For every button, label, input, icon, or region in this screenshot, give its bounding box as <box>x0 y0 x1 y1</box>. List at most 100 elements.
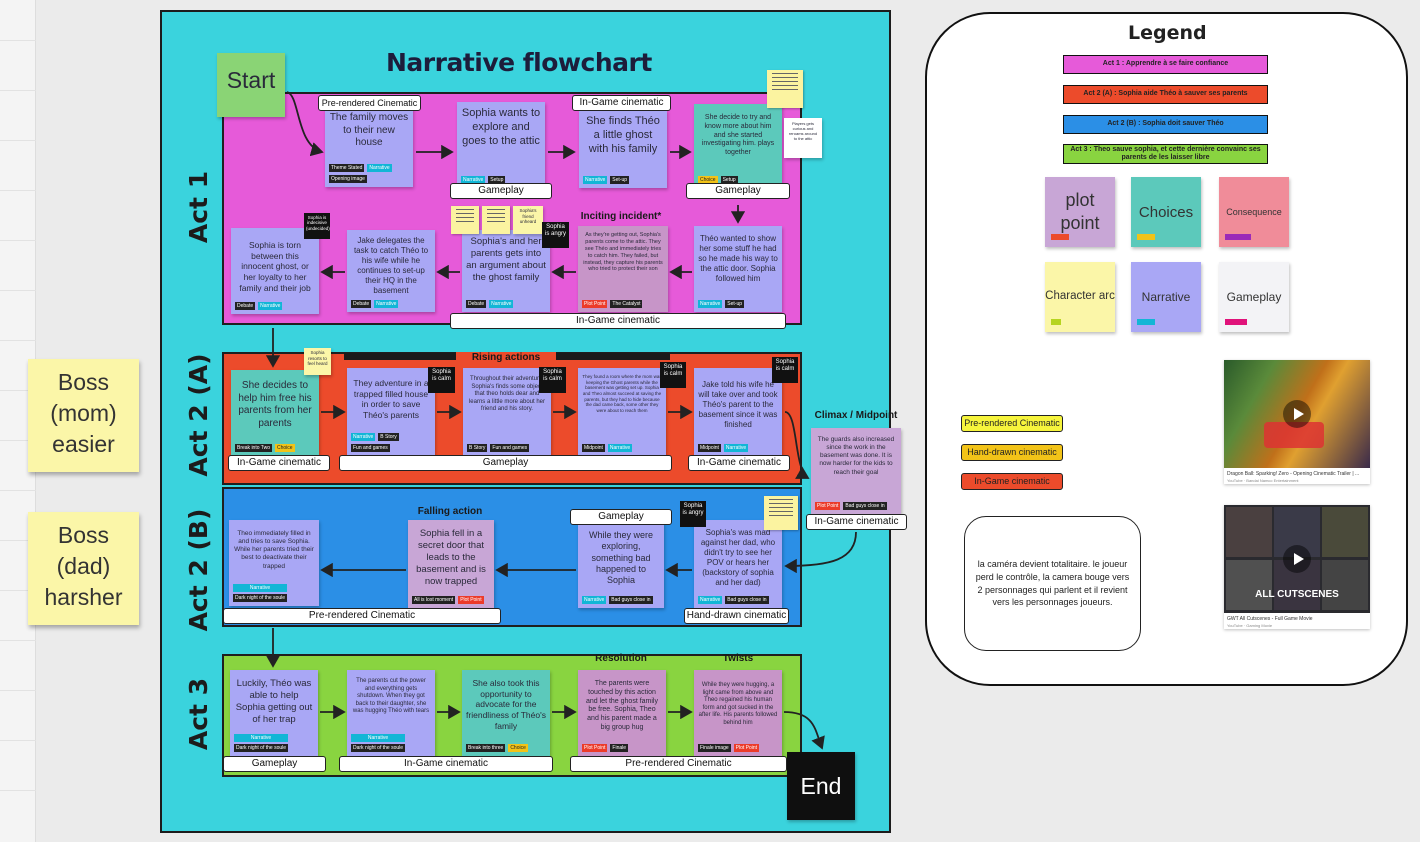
tag-debate: Debate <box>466 299 487 308</box>
note-something-bad[interactable]: While they were exploring, something bad… <box>578 522 664 608</box>
tag-break-three: Break into three <box>466 743 506 752</box>
note-power-cut[interactable]: The parents cut the power and everything… <box>347 670 435 756</box>
label-ingame-top[interactable]: In-Game cinematic <box>572 95 671 111</box>
label-climax-ingame[interactable]: In-Game cinematic <box>806 514 907 530</box>
label-a2b-hand-drawn[interactable]: Hand-drawn cinematic <box>684 608 789 624</box>
note-adventure[interactable]: They adventure in a trapped filled house… <box>347 368 435 456</box>
boss-mom-note[interactable]: Boss (mom) easier <box>28 359 139 472</box>
note-theo-show[interactable]: Théo wanted to show her some stuff he ha… <box>694 226 782 312</box>
tag-all-lost: All is lost moment <box>412 595 456 604</box>
tag-finale-image: Finale image <box>698 743 731 752</box>
legend-gameplay: Gameplay <box>1219 262 1289 332</box>
label-a2a-ingame-1[interactable]: In-Game cinematic <box>228 455 330 471</box>
tag-setup: Set-up <box>610 175 630 184</box>
label-a3-ingame[interactable]: In-Game cinematic <box>339 756 553 772</box>
note-light-above[interactable]: While they were hugging, a light came fr… <box>694 670 782 756</box>
note-finds-object[interactable]: Throughout their adventure, Sophia's fin… <box>463 368 551 456</box>
video-card-dragonball[interactable]: Dragon Ball: Sparking! Zero - Opening Ci… <box>1224 360 1370 484</box>
sticker-calm-4: Sophia is calm <box>772 357 798 383</box>
legend-act2a: Act 2 (A) : Sophia aide Théo à sauver se… <box>1063 85 1268 104</box>
note-sophia-explore[interactable]: Sophia wants to explore and goes to the … <box>457 102 545 188</box>
tag-finale: Finale <box>610 743 629 752</box>
sticky-feel-heard: Sophia resorts to feel heard <box>304 348 331 375</box>
tag-plot-point: Plot Point <box>582 743 608 752</box>
label-a2b-pre-rendered[interactable]: Pre-rendered Cinematic <box>223 608 501 624</box>
legend-in-game: In-Game cinematic <box>961 473 1063 490</box>
tag-plot-point: Plot Point <box>815 501 841 510</box>
tag-setup: Setup <box>720 175 738 184</box>
label-a3-gameplay[interactable]: Gameplay <box>223 756 326 772</box>
note-inciting[interactable]: As they're getting out, Sophia's parents… <box>578 226 668 312</box>
label-gameplay-2[interactable]: Gameplay <box>686 183 790 199</box>
tag-dark-night: Dark night of the soule <box>233 593 288 602</box>
note-text: The parents cut the power and everything… <box>352 678 430 714</box>
thumb-tile <box>1226 560 1272 610</box>
tag-choice: Choice <box>508 743 528 752</box>
tag-catalyst: The Catalyst <box>610 299 643 308</box>
note-found-room[interactable]: They found a room where the mom was keep… <box>578 368 666 456</box>
label-ingame-bottom[interactable]: In-Game cinematic <box>450 313 786 329</box>
legend-character-arc: Character arc <box>1045 262 1115 332</box>
legend-pre-rendered: Pre-rendered Cinematic <box>961 415 1063 432</box>
flowchart-title: Narrative flowchart <box>386 48 652 77</box>
note-parents-touched[interactable]: The parents were touched by this action … <box>578 670 666 756</box>
tag-dark-night: Dark night of the soule <box>234 743 289 752</box>
boss-mom-text: Boss (mom) easier <box>50 369 117 457</box>
tag-narrative: Narrative <box>351 733 406 742</box>
legend-character-arc-text: Character arc <box>1045 290 1115 303</box>
label-a2a-ingame-2[interactable]: In-Game cinematic <box>688 455 790 471</box>
note-sophia-torn[interactable]: Sophia is torn between this innocent gho… <box>231 228 319 314</box>
legend-act1: Act 1 : Apprendre à se faire confiance <box>1063 55 1268 74</box>
note-text: Theo immediately filled in and tries to … <box>234 530 314 570</box>
tag-narrative: Narrative <box>374 299 399 308</box>
twists-title: Twists <box>722 653 754 664</box>
legend-title: Legend <box>1128 22 1207 44</box>
end-node[interactable]: End <box>787 752 855 820</box>
label-a2b-gameplay[interactable]: Gameplay <box>570 509 672 525</box>
label-gameplay-1[interactable]: Gameplay <box>450 183 552 199</box>
legend-plot-point-text: plot point <box>1060 189 1100 233</box>
note-investigating[interactable]: She decide to try and know more about hi… <box>694 104 782 188</box>
note-argument[interactable]: Sophia's and her parents gets into an ar… <box>462 230 550 312</box>
play-icon <box>1283 545 1311 573</box>
note-advocate[interactable]: She also took this opportunity to advoca… <box>462 670 550 756</box>
legend-act1-text: Act 1 : Apprendre à se faire confiance <box>1102 60 1229 68</box>
note-text: They found a room where the mom was keep… <box>582 374 662 413</box>
boss-dad-note[interactable]: Boss (dad) harsher <box>28 512 139 625</box>
label-a3-pre-rendered[interactable]: Pre-rendered Cinematic <box>570 756 787 772</box>
note-finds-theo[interactable]: She finds Théo a little ghost with his f… <box>579 110 667 188</box>
label-pre-rendered[interactable]: Pre-rendered Cinematic <box>318 95 421 111</box>
video-title-1: Dragon Ball: Sparking! Zero - Opening Ci… <box>1227 471 1360 477</box>
sticky-lines-4 <box>764 496 798 530</box>
tag-narrative: Narrative <box>723 443 749 452</box>
thumb-tile <box>1274 507 1320 557</box>
note-text: While they were hugging, a light came fr… <box>698 682 778 726</box>
thumb-logo <box>1264 422 1324 448</box>
sticker-angry-2: Sophia is angry <box>680 501 706 527</box>
tag-narrative: Narrative <box>258 301 283 310</box>
sticker-text: Players gets curious and reroams around … <box>788 121 818 141</box>
note-guards[interactable]: The guards also increased since the work… <box>811 428 901 514</box>
video-card-cutscenes[interactable]: ALL CUTSCENES GWT All Cutscenes - Full G… <box>1224 505 1370 629</box>
act2a-label: Act 2 (A) <box>184 353 213 477</box>
note-text: Throughout their adventure, Sophia's fin… <box>468 376 546 412</box>
legend-act3-text: Act 3 : Theo sauve sophia, et cette dern… <box>1070 145 1261 161</box>
note-text: Sophia is torn between this innocent gho… <box>239 240 311 293</box>
note-fell-secret-door[interactable]: Sophia fell in a secret door that leads … <box>408 520 494 608</box>
tag-narrative: Narrative <box>234 733 289 742</box>
note-jake-takes-over[interactable]: Jake told his wife he will take over and… <box>694 368 782 456</box>
note-text: She decide to try and know more about hi… <box>701 114 775 156</box>
note-theo-filled-in[interactable]: Theo immediately filled in and tries to … <box>229 520 319 606</box>
label-a2a-gameplay[interactable]: Gameplay <box>339 455 672 471</box>
boss-dad-text: Boss (dad) harsher <box>44 522 123 610</box>
legend-explanation-text: la caméra devient totalitaire. le joueur… <box>975 559 1130 608</box>
start-node[interactable]: Start <box>217 53 285 117</box>
note-decides-help[interactable]: She decides to help him free his parents… <box>231 370 319 456</box>
note-theo-helps[interactable]: Luckily, Théo was able to help Sophia ge… <box>230 670 318 756</box>
note-jake-delegates[interactable]: Jake delegates the task to catch Théo to… <box>347 230 435 312</box>
act2b-label: Act 2 (B) <box>184 508 213 632</box>
note-text: The parents were touched by this action … <box>586 680 658 731</box>
tag-midpoint: Midpoint <box>582 443 605 452</box>
note-sophia-mad[interactable]: Sophia's was mad against her dad, who di… <box>694 520 782 608</box>
